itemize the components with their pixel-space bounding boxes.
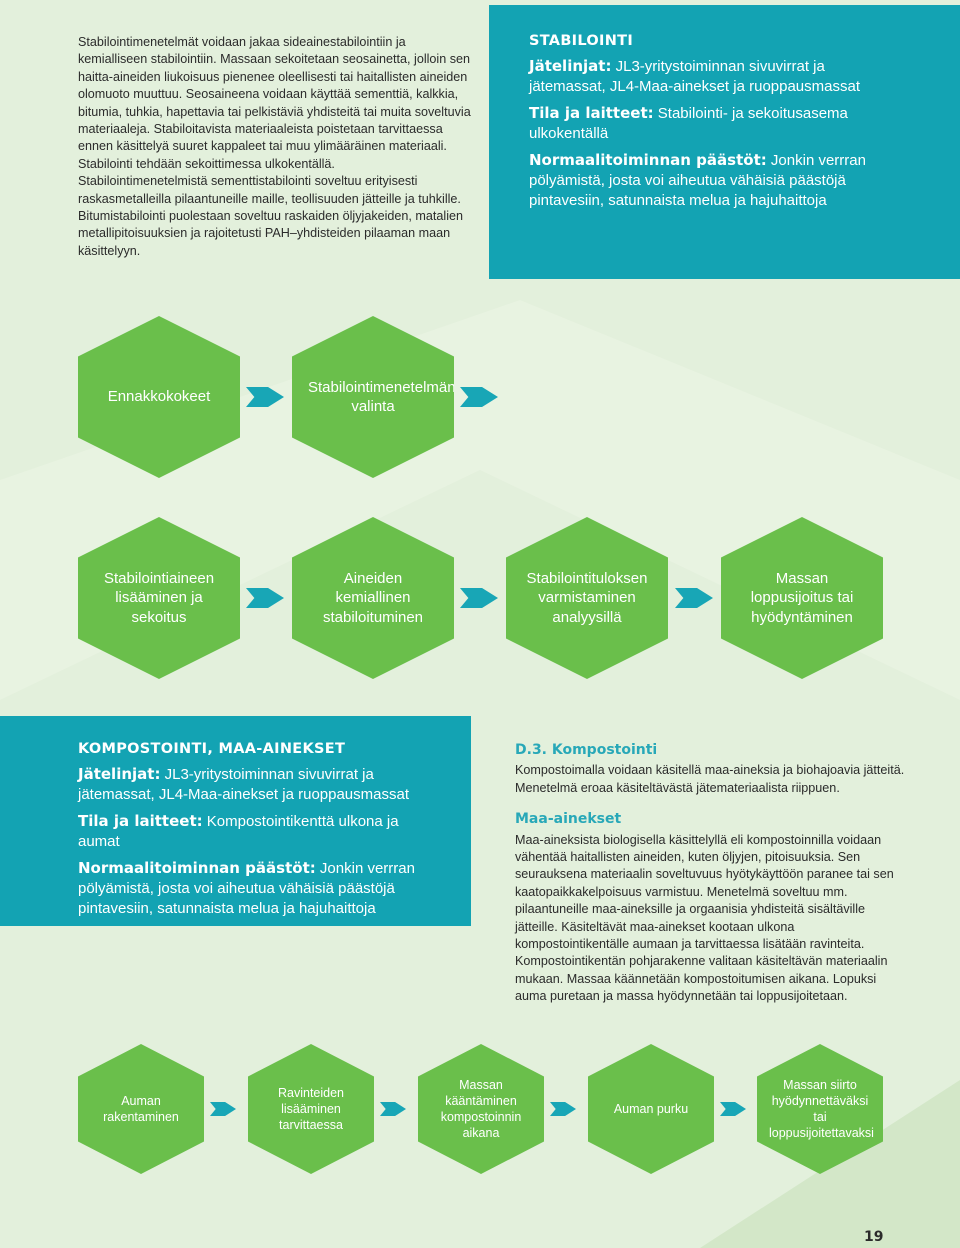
section-text: Kompostoimalla voidaan käsitellä maa-ain… [515,763,905,795]
stabilointi-jatelinjat: Jätelinjat: JL3-yritystoiminnan sivuvirr… [529,57,860,95]
stabilointi-step-1: Ennakkokokeet [78,316,240,478]
intro-text: Stabilointimenetelmät voidaan jakaa side… [78,34,473,260]
flow-arrow-icon [380,1102,406,1116]
intro-paragraph-2: Stabilointimenetelmistä sementtistabiloi… [78,174,464,258]
flow-arrow-icon [210,1102,236,1116]
flow-arrow-icon [720,1102,746,1116]
section-heading: D.3. Kompostointi [515,742,658,758]
kompostointi-jatelinjat: Jätelinjat: JL3-yritystoiminnan sivuvirr… [78,765,409,803]
flow-arrow-icon [675,588,713,608]
page-number: 19 [864,1229,884,1245]
kompostointi-info-box: KOMPOSTOINTI, MAA-AINEKSET Jätelinjat: J… [0,716,471,926]
intro-paragraph-1: Stabilointimenetelmät voidaan jakaa side… [78,35,471,171]
flow-arrow-icon [246,588,284,608]
flow-arrow-icon [460,387,498,407]
stabilointi-box-title: STABILOINTI [529,33,634,49]
stabilointi-tila-ja-laitteet: Tila ja laitteet: Stabilointi- ja sekoit… [529,104,848,142]
stabilointi-paastot: Normaalitoiminnan päästöt: Jonkin verrra… [529,151,866,209]
kompostointi-section: D.3. Kompostointi Kompostoimalla voidaan… [515,742,911,1006]
flow-arrow-icon [246,387,284,407]
stabilointi-step-3: Stabilointiaineen lisääminen ja sekoitus [78,517,240,679]
kompostointi-paastot: Normaalitoiminnan päästöt: Jonkin verrra… [78,859,415,917]
subsection-text: Maa-aineksista biologisella käsittelyllä… [515,832,894,1004]
stabilointi-step-5: Stabilointituloksen varmistaminen analyy… [506,517,668,679]
kompostointi-tila-ja-laitteet: Tila ja laitteet: Kompostointikenttä ulk… [78,812,399,850]
kompostointi-box-title: KOMPOSTOINTI, MAA-AINEKSET [78,741,346,757]
flow-arrow-icon [460,588,498,608]
stabilointi-step-6: Massan loppusijoitus tai hyödyntäminen [721,517,883,679]
stabilointi-step-2: Stabilointimenetelmän valinta [292,316,454,478]
stabilointi-step-4: Aineiden kemiallinen stabiloituminen [292,517,454,679]
stabilointi-info-box: STABILOINTI Jätelinjat: JL3-yritystoimin… [489,5,960,279]
flow-arrow-icon [550,1102,576,1116]
subsection-heading: Maa-ainekset [515,811,622,828]
